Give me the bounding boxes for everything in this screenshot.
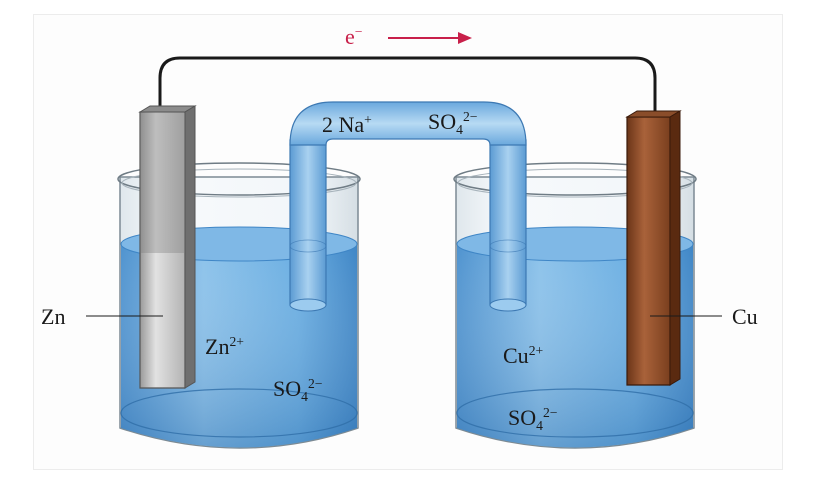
zn-electrode-label: Zn <box>41 304 66 329</box>
cu-electrode-label: Cu <box>732 304 758 329</box>
salt-bridge-anion-label: SO42− <box>428 108 478 137</box>
zinc-electrode <box>138 105 197 389</box>
zn-ion-label: Zn2+ <box>205 333 244 359</box>
cu-ion-label: Cu2+ <box>503 342 544 368</box>
electron-label: e− <box>345 23 363 49</box>
external-wire <box>158 56 657 112</box>
right-sulfate-label: SO42− <box>508 404 558 433</box>
electron-flow-arrow <box>388 32 472 44</box>
left-sulfate-label: SO42− <box>273 375 323 404</box>
salt-bridge-cation-label: 2 Na+ <box>322 111 372 137</box>
copper-electrode <box>625 110 682 386</box>
salt-bridge <box>289 101 527 312</box>
